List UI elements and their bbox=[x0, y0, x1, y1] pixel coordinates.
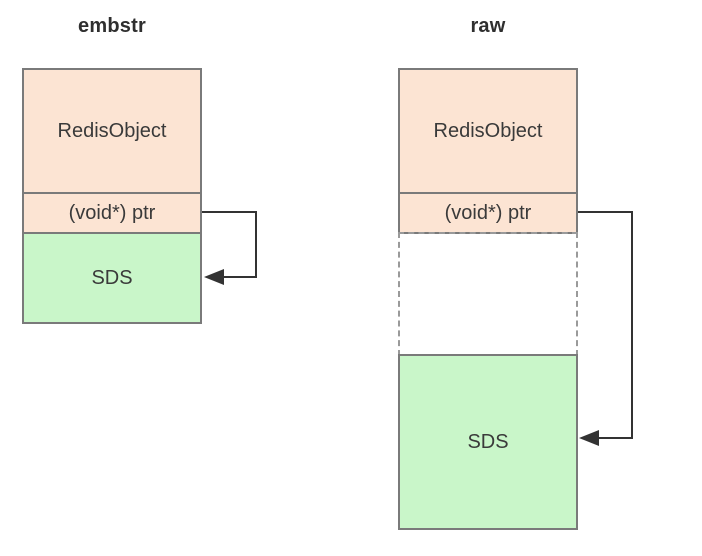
raw-sds-box: SDS bbox=[398, 354, 578, 530]
embstr-title: embstr bbox=[78, 15, 146, 37]
raw-pointer-box: (void*) ptr bbox=[398, 192, 578, 234]
embstr-sds-box: SDS bbox=[22, 232, 202, 324]
raw-memory-gap bbox=[398, 232, 578, 356]
embstr-pointer-arrow-line bbox=[202, 211, 257, 278]
embstr-arrowhead bbox=[204, 269, 224, 285]
embstr-pointer-box: (void*) ptr bbox=[22, 192, 202, 234]
raw-title: raw bbox=[470, 15, 506, 37]
raw-redisobject-box: RedisObject bbox=[398, 68, 578, 194]
raw-pointer-arrow-line bbox=[578, 211, 633, 439]
raw-arrowhead bbox=[579, 430, 599, 446]
embstr-redisobject-box: RedisObject bbox=[22, 68, 202, 194]
